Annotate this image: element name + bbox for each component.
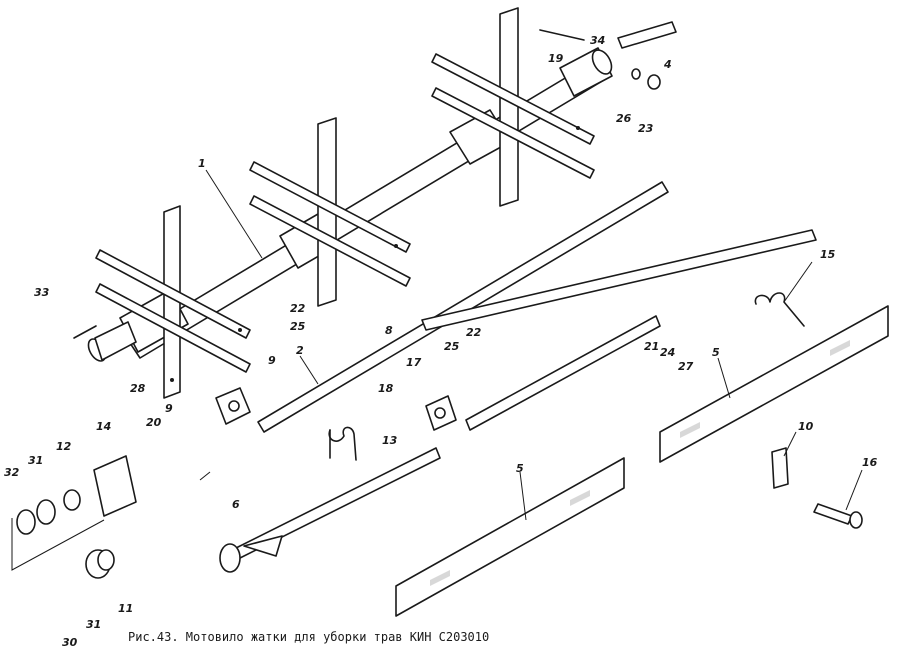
washer-group-32 xyxy=(16,489,81,535)
label-11: 11 xyxy=(118,602,133,615)
tine-bar-front xyxy=(219,447,441,573)
label-30: 30 xyxy=(62,636,78,649)
label-23: 23 xyxy=(638,122,654,135)
bolt-16 xyxy=(813,503,863,529)
label-4: 4 xyxy=(663,58,672,71)
label-22-upper: 22 xyxy=(290,302,306,315)
label-24: 24 xyxy=(660,346,675,359)
label-10: 10 xyxy=(798,420,814,433)
label-2: 2 xyxy=(296,344,304,357)
spring-tine xyxy=(328,426,357,461)
tine-bar-middle xyxy=(421,229,817,331)
label-32: 32 xyxy=(4,466,20,479)
spring-tine-15 xyxy=(754,292,805,327)
label-18: 18 xyxy=(378,382,394,395)
label-12: 12 xyxy=(56,440,72,453)
label-1: 1 xyxy=(198,157,206,170)
label-28: 28 xyxy=(130,382,146,395)
label-5-right: 5 xyxy=(712,346,720,359)
label-27: 27 xyxy=(678,360,694,373)
label-34: 34 xyxy=(590,34,605,47)
label-5-left: 5 xyxy=(516,462,524,475)
label-9-upper: 9 xyxy=(268,354,276,367)
label-15: 15 xyxy=(820,248,836,261)
spider-arm-2 xyxy=(249,117,411,307)
pin-33 xyxy=(73,325,97,339)
figure-caption: Рис.43. Мотовило жатки для уборки трав К… xyxy=(128,630,490,644)
link-plate-10 xyxy=(771,447,789,489)
bearing-11 xyxy=(85,549,115,579)
spider-arm-1 xyxy=(95,205,251,399)
label-22-lower: 22 xyxy=(466,326,482,339)
spider-arm-3 xyxy=(431,7,595,207)
label-9-lower: 9 xyxy=(165,402,173,415)
label-25-upper: 25 xyxy=(290,320,306,333)
label-31-lower: 31 xyxy=(86,618,101,631)
leader-lines xyxy=(11,169,863,571)
label-14: 14 xyxy=(96,420,111,433)
part-labels: 1 2 4 5 5 6 8 9 9 10 11 12 13 14 15 16 1… xyxy=(4,34,878,649)
label-17: 17 xyxy=(406,356,422,369)
label-19: 19 xyxy=(548,52,564,65)
label-26: 26 xyxy=(616,112,632,125)
label-33: 33 xyxy=(34,286,50,299)
label-8: 8 xyxy=(385,324,393,337)
label-20: 20 xyxy=(146,416,162,429)
bearing-housing-right xyxy=(425,395,457,431)
label-13: 13 xyxy=(382,434,398,447)
bearing-housing-left xyxy=(215,387,251,425)
tine-bar-lower xyxy=(465,315,661,431)
guard-plate-left xyxy=(395,457,625,617)
label-25-lower: 25 xyxy=(444,340,460,353)
label-21: 21 xyxy=(644,340,659,353)
label-31-upper: 31 xyxy=(28,454,43,467)
label-6: 6 xyxy=(232,498,240,511)
tine-bar-upper xyxy=(257,181,669,433)
label-16: 16 xyxy=(862,456,878,469)
guard-plate-right xyxy=(659,305,889,463)
hardware-top-right xyxy=(539,21,677,90)
bracket-14 xyxy=(93,455,137,517)
